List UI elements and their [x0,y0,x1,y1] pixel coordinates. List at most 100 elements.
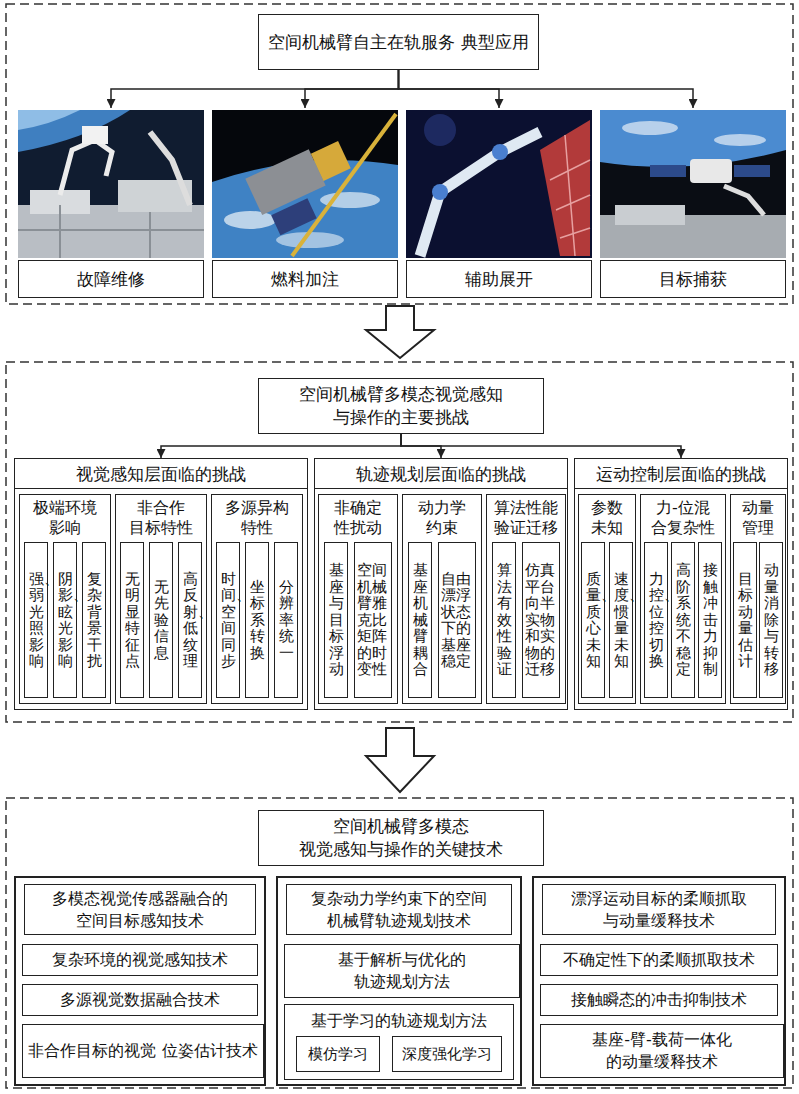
technology-box: 基于解析与优化的 轨迹规划方法 [284,944,520,998]
label-text: 复杂环境的视觉感知技术 [48,949,232,971]
label-text: 空间机械臂多模态视觉感知 与操作的主要挑战 [259,383,543,429]
label-text: 坐标系转换 [250,579,265,662]
label-text: 无先验信息 [154,579,169,662]
challenge-item: 速度、惯量未知 [609,542,633,698]
label-text: 模仿学习 [308,1045,368,1064]
label-text: 复杂背景干扰 [87,571,102,670]
challenge-item: 动量消除与转移 [759,542,783,698]
label-text: 阴影、眩光影响 [58,571,73,670]
label-text: 深度强化学习 [402,1045,492,1064]
label-text: 燃料加注 [212,260,398,298]
capture-photo [600,110,786,258]
repair-photo [18,110,204,258]
section-frame [6,798,793,1088]
label-text: 无明显特征点 [125,571,140,670]
label-text: 接触瞬态的冲击抑制技术 [567,989,751,1011]
label-text: 质量、质心未知 [586,571,601,670]
section-frame [6,4,793,1088]
capture-photo [615,205,685,225]
label-text: 速度、惯量未知 [614,571,629,670]
challenge-item: 坐标系转换 [245,542,269,698]
hollow-arrow [366,306,434,358]
technology-column: 多模态视觉传感器融合的 空间目标感知技术复杂环境的视觉感知技术多源视觉数据融合技… [14,876,266,1086]
challenge-group: 参数 未知质量、质心未知速度、惯量未知 [578,494,636,704]
label-text: 基座与目标浮动 [329,562,344,678]
challenge-group: 算法性能 验证迁移算法有效性验证仿真平台向半实物和实物的迁移 [486,494,566,704]
label-text: 基座-臂-载荷一体化 的动量缓释技术 [541,1029,783,1072]
challenge-item: 目标动量估计 [733,542,757,698]
capture-photo [622,121,678,135]
deploy-photo [420,132,540,256]
label-text: 高反射、低纹理 [183,571,198,670]
label-text: 接触冲击力抑制 [703,562,718,678]
deploy-photo [550,160,590,180]
label-text: 参数 未知 [579,495,635,538]
challenge-group: 非确定 性扰动基座与目标浮动空间机械臂雅克比矩阵的时变性 [318,494,398,704]
refuel-photo [212,110,398,258]
repair-photo [18,110,130,152]
label-text: 非确定 性扰动 [319,495,397,538]
technology-box: 基座-臂-载荷一体化 的动量缓释技术 [540,1024,784,1078]
deploy-photo [540,120,590,256]
refuel-photo [212,110,398,258]
label-text: 基于学习的轨迹规划方法 [285,1005,513,1032]
technology-box: 不确定性下的柔顺抓取技术 [540,944,778,976]
technology-column: 漂浮运动目标的柔顺抓取 与动量缓释技术不确定性下的柔顺抓取技术接触瞬态的冲击抑制… [532,876,786,1086]
challenge-item: 高反射、低纹理 [178,542,202,698]
label-text: 高阶系统不稳定 [676,562,691,678]
capture-photo [714,134,766,146]
deploy-photo [556,195,590,210]
label-text: 非合作 目标特性 [116,495,206,538]
challenge-column: 运动控制层面临的挑战参数 未知质量、质心未知速度、惯量未知力-位混 合复杂性力控… [574,458,788,710]
deploy-photo [424,114,456,146]
challenge-item: 时间、空间同步 [216,542,240,698]
deploy-photo [432,184,448,200]
repair-photo [18,110,204,258]
label-text: 多源异构 特性 [212,495,302,538]
refuel-photo [271,198,317,235]
technology-column: 复杂动力学约束下的空间 机械臂轨迹规划技术基于解析与优化的 轨迹规划方法基于学习… [276,876,522,1086]
label-text: 强、弱光照影响 [29,571,44,670]
label-text: 目标捕获 [600,260,786,298]
section-frame [6,362,793,722]
challenge-item: 分辨率统一 [274,542,298,698]
label-text: 动量消除与转移 [764,562,779,678]
repair-photo [82,126,108,144]
technology-box: 非合作目标的视觉 位姿估计技术 [22,1024,264,1078]
connector-arrow [401,434,681,458]
repair-photo [18,229,204,231]
heading-box: 空间机械臂自主在轨服务 典型应用 [258,14,539,70]
refuel-photo [245,137,364,239]
label-text: 仿真平台向半实物和实物的迁移 [525,562,557,678]
label-text: 故障维修 [18,260,204,298]
application-panel: 目标捕获 [600,108,786,298]
label-text: 时间、空间同步 [221,571,236,670]
heading-box: 空间机械臂多模态视觉感知 与操作的主要挑战 [258,378,544,434]
repair-photo [18,110,80,130]
challenge-item: 仿真平台向半实物和实物的迁移 [522,542,560,698]
label-text: 基于解析与优化的 轨迹规划方法 [285,949,519,992]
connector-arrow [399,70,694,108]
heading-box: 空间机械臂多模态 视觉感知与操作的关键技术 [258,810,544,866]
challenge-item: 基座机械臂耦合 [408,542,432,698]
challenge-item: 基座与目标浮动 [324,542,348,698]
capture-photo [724,186,764,215]
challenge-item: 强、弱光照影响 [24,542,48,698]
application-panel: 辅助展开 [406,108,592,298]
method-box: 模仿学习 [296,1036,380,1072]
challenge-item: 算法有效性验证 [492,542,516,698]
challenge-item: 复杂背景干扰 [82,542,106,698]
label-text: 非合作目标的视觉 位姿估计技术 [24,1040,261,1062]
capture-photo [600,110,786,258]
connector-arrow [161,434,401,458]
repair-photo [150,132,190,205]
challenge-group: 非合作 目标特性无明显特征点无先验信息高反射、低纹理 [115,494,207,704]
label-text: 多模态视觉传感器融合的 空间目标感知技术 [24,884,256,935]
challenge-column: 视觉感知层面临的挑战极端环境 影响强、弱光照影响阴影、眩光影响复杂背景干扰非合作… [14,458,308,710]
challenge-column: 轨迹规划层面临的挑战非确定 性扰动基座与目标浮动空间机械臂雅克比矩阵的时变性动力… [314,458,568,710]
label-text: 空间机械臂自主在轨服务 典型应用 [262,31,534,54]
deploy-photo [492,144,508,160]
label-text: 分辨率统一 [279,579,294,662]
label-text: 复杂动力学约束下的空间 机械臂轨迹规划技术 [286,884,512,935]
